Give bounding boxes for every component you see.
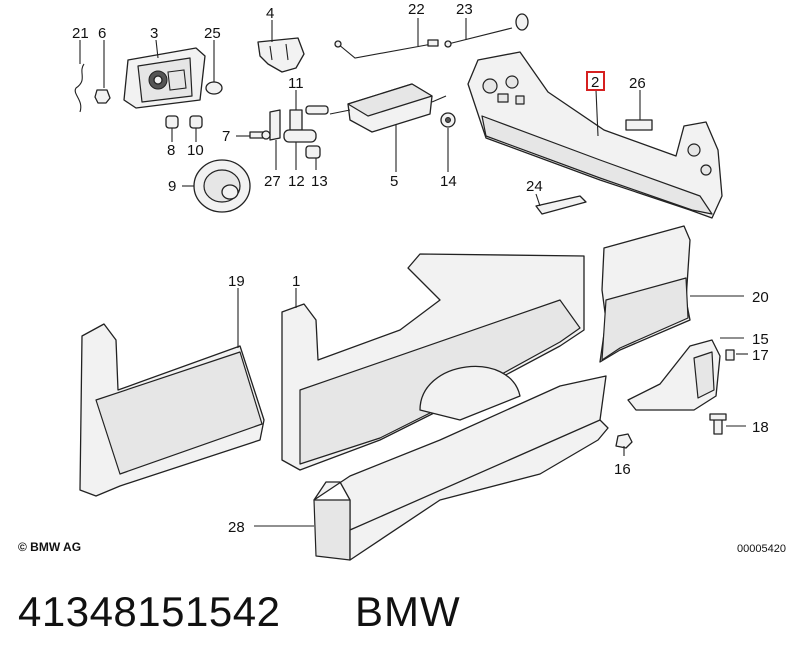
part-21-spring xyxy=(74,63,85,113)
callout-1: 1 xyxy=(292,273,300,290)
callout-7: 7 xyxy=(222,128,230,145)
part-3-filler-housing xyxy=(123,47,206,109)
callout-24: 24 xyxy=(526,178,543,195)
callout-19: 19 xyxy=(228,273,245,290)
part-26-label xyxy=(625,119,653,131)
callout-11: 11 xyxy=(288,75,304,92)
part-18-screw xyxy=(709,413,727,435)
part-5-actuator xyxy=(329,83,447,133)
part-23-rod xyxy=(444,13,529,48)
callout-10: 10 xyxy=(187,142,204,159)
part-13-nut xyxy=(305,145,321,159)
part-15-bracket xyxy=(627,339,721,411)
part-25-cap xyxy=(205,81,223,95)
callout-8: 8 xyxy=(167,142,175,159)
part-9-boot xyxy=(193,159,251,213)
callout-20: 20 xyxy=(752,289,769,306)
callout-15: 15 xyxy=(752,331,769,348)
part-17-clip xyxy=(725,349,735,361)
part-4-bracket xyxy=(257,37,305,73)
part-7-screw xyxy=(249,130,271,140)
part-1-side-panel xyxy=(281,253,585,471)
callout-3: 3 xyxy=(150,25,158,42)
callout-16: 16 xyxy=(614,461,631,478)
callout-28: 28 xyxy=(228,519,245,536)
part-2-rear-panel xyxy=(467,51,723,219)
part-22-cable xyxy=(334,39,439,59)
part-28-inner-panel xyxy=(313,375,609,561)
brand-name: BMW xyxy=(355,588,461,635)
part-number: 41348151542 xyxy=(18,588,281,635)
part-24-bracket xyxy=(535,195,587,215)
callout-21: 21 xyxy=(72,25,89,42)
part-19-side-panel xyxy=(79,323,265,497)
parts-diagram: 21 6 3 25 4 22 23 2 26 11 7 8 10 27 12 1… xyxy=(72,1,769,561)
callout-13: 13 xyxy=(311,173,328,190)
part-6-clip xyxy=(94,89,111,104)
callout-14: 14 xyxy=(440,173,457,190)
callout-18: 18 xyxy=(752,419,769,436)
part-2-highlight-box xyxy=(586,71,605,91)
callout-25: 25 xyxy=(204,25,221,42)
part-20-panel xyxy=(599,225,691,363)
callout-2: 2 xyxy=(591,74,599,91)
callout-4: 4 xyxy=(266,5,274,22)
callout-5: 5 xyxy=(390,173,398,190)
part-12-bushing xyxy=(283,129,317,143)
part-16-nut xyxy=(615,433,633,449)
part-14-screw xyxy=(440,112,456,128)
copyright-notice: © BMW AG xyxy=(18,540,82,554)
part-8-nut xyxy=(165,115,179,129)
part-27-bracket xyxy=(269,109,281,141)
callout-22: 22 xyxy=(408,1,425,18)
callout-26: 26 xyxy=(629,75,646,92)
callout-12: 12 xyxy=(288,173,305,190)
callout-27: 27 xyxy=(264,173,281,190)
part-10-nut xyxy=(189,115,203,129)
drawing-id: 00005420 xyxy=(737,543,786,555)
callout-17: 17 xyxy=(752,347,769,364)
callout-labels: 21 6 3 25 4 22 23 2 26 11 7 8 10 27 12 1… xyxy=(72,1,769,536)
callout-23: 23 xyxy=(456,1,473,18)
callout-9: 9 xyxy=(168,178,176,195)
callout-6: 6 xyxy=(98,25,106,42)
